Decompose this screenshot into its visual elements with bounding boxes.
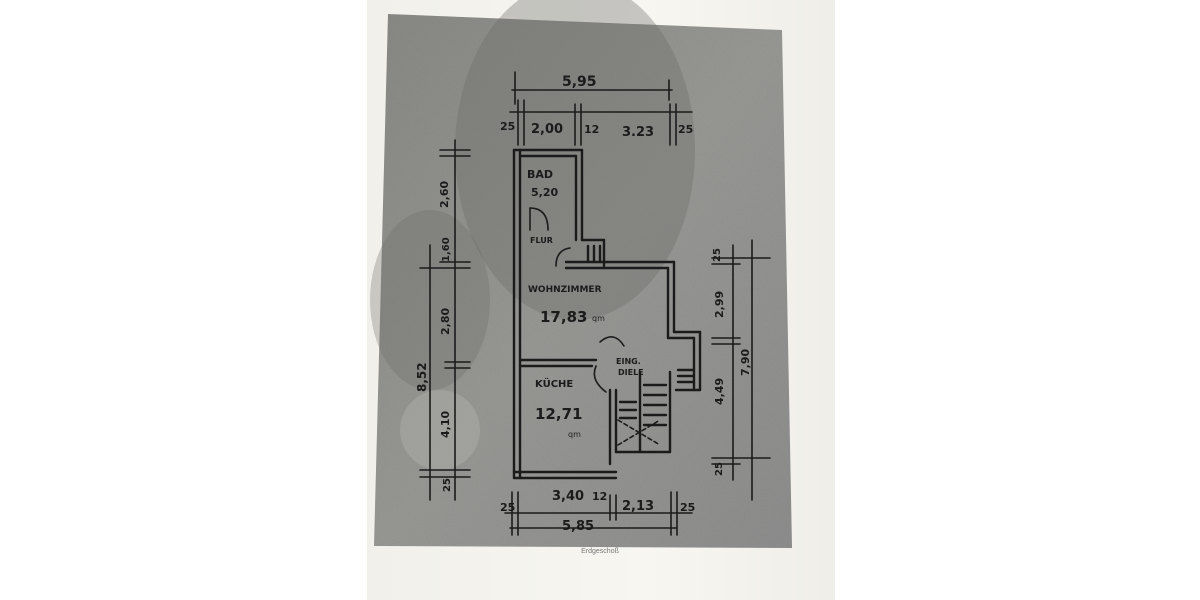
dim-bottom-inner-wall: 12 (592, 490, 607, 503)
room-labels: BAD 5,20 FLUR WOHNZIMMER 17,83 qm EING. … (527, 168, 644, 439)
room-wohn-name: WOHNZIMMER (528, 285, 602, 295)
room-flur-name: FLUR (530, 236, 553, 245)
dim-bottom-seg2: 2,13 (622, 499, 654, 514)
dim-top-total: 5,95 (562, 74, 597, 90)
left-dimension-labels: 2,60 1,60 2,80 8,52 4,10 25 (415, 181, 453, 492)
dim-bottom-seg1: 3,40 (552, 489, 584, 504)
top-dimension-labels: 5,95 25 2,00 12 3.23 25 (500, 74, 693, 140)
dim-right-upper: 2,99 (713, 291, 726, 318)
plan-caption: Erdgeschoß (581, 548, 619, 555)
dim-top-seg1: 2,00 (531, 122, 563, 137)
dim-bottom-wall-right: 25 (680, 501, 695, 514)
dim-left-flur: 1,60 (441, 237, 452, 262)
dim-right-lower: 4,49 (713, 378, 726, 405)
room-diele-name2: DIELE (618, 368, 644, 377)
left-dimension-lines (419, 139, 471, 501)
right-dimension-labels: 25 2,99 7,90 4,49 25 (712, 248, 752, 476)
dim-bottom-wall-left: 25 (500, 501, 515, 514)
dim-left-bad: 2,60 (438, 181, 451, 208)
print-area (374, 14, 792, 548)
room-bad-name: BAD (527, 168, 553, 181)
room-diele-name1: EING. (616, 357, 641, 366)
dim-right-wall-bottom: 25 (714, 462, 725, 476)
dim-bottom-total: 5,85 (562, 519, 594, 534)
doors (529, 207, 661, 446)
dim-top-wall-right: 25 (678, 123, 693, 136)
room-kueche-name: KÜCHE (535, 376, 573, 390)
dim-left-total: 8,52 (415, 362, 429, 392)
walls (512, 148, 702, 480)
dim-right-total: 7,90 (739, 349, 752, 376)
room-kueche-area: 12,71 (535, 405, 582, 423)
room-wohn-unit: qm (592, 314, 605, 323)
dim-top-seg2: 3.23 (622, 125, 654, 140)
dim-right-wall-top: 25 (712, 248, 723, 262)
room-bad-area: 5,20 (531, 186, 558, 199)
room-kueche-unit: qm (568, 430, 581, 439)
dim-left-wohn: 2,80 (439, 308, 452, 335)
dim-left-kueche: 4,10 (439, 411, 452, 438)
bottom-dimension-lines (504, 491, 693, 536)
bottom-dimension-labels: 25 3,40 12 2,13 25 5,85 (500, 489, 695, 534)
top-dimension-lines (509, 71, 693, 146)
right-dimension-lines (711, 239, 771, 501)
dim-top-wall-left: 25 (500, 120, 515, 133)
room-wohn-area: 17,83 (540, 308, 587, 326)
dim-left-wall-bottom: 25 (442, 478, 453, 492)
dim-top-inner-wall: 12 (584, 123, 599, 136)
highlight-left (400, 390, 480, 470)
